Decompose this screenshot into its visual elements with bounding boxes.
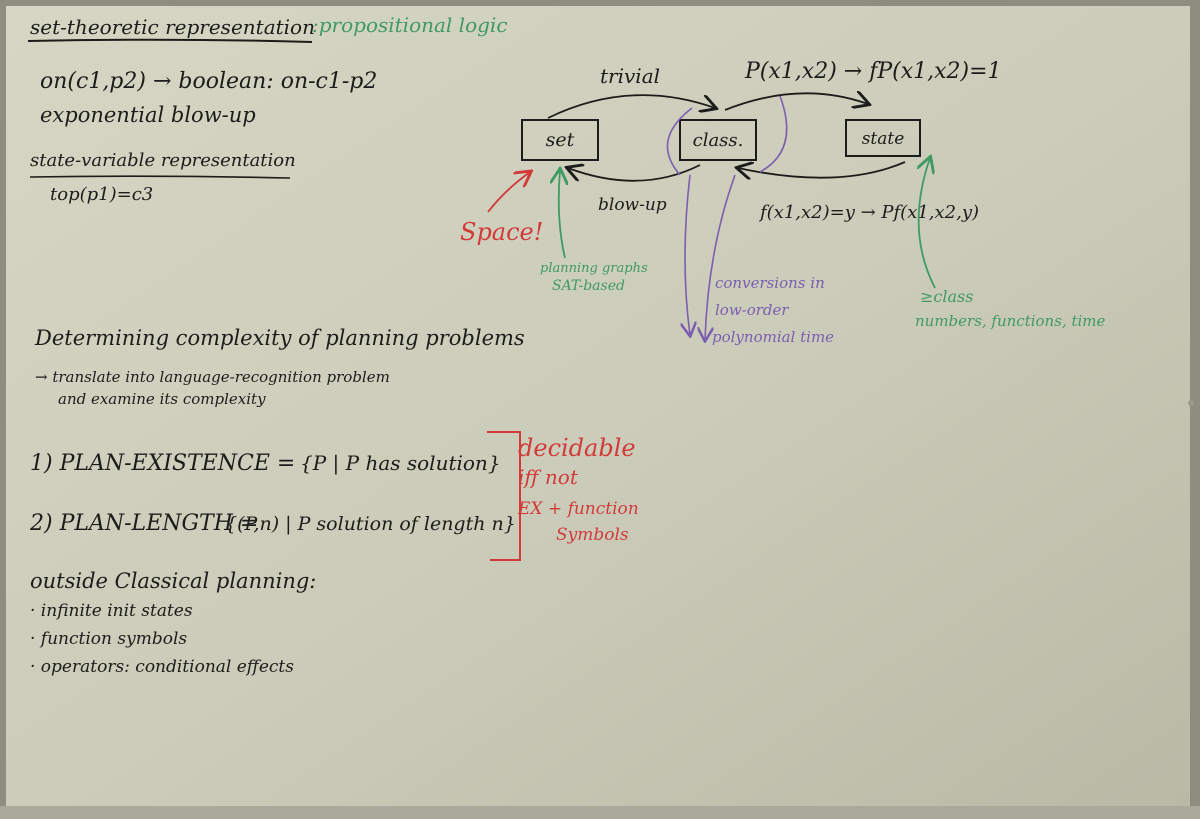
item-1-label: 1) PLAN-EXISTENCE = [30, 451, 295, 476]
purple-note-1: conversions in [715, 274, 825, 292]
box-class-label: class. [693, 130, 744, 151]
item-1-set: {P | P has solution} [300, 451, 501, 476]
purple-loop-left [666, 107, 693, 176]
box-class [679, 119, 757, 161]
purple-note-2: low-order [715, 301, 789, 319]
note-line-1: on(c1,p2) → boolean: on-c1-p2 [40, 69, 377, 94]
item-2-set: {(P,n) | P solution of length n} [225, 513, 516, 535]
box-set [521, 119, 599, 161]
side-note-3: EX + function [517, 499, 639, 519]
formula-bottom: f(x1,x2)=y → Pf(x1,x2,y) [758, 202, 979, 223]
outside-bullet-3: · operators: conditional effects [30, 657, 294, 677]
box-state [845, 119, 921, 157]
purple-loop-right [759, 95, 788, 173]
complexity-sub-1: → translate into language-recognition pr… [35, 368, 390, 386]
red-bracket [487, 431, 521, 561]
arrow-state-class [738, 162, 906, 178]
purple-down-arrow-2 [705, 174, 736, 340]
side-note-4: Symbols [556, 525, 629, 545]
right-note-1: ≥class [920, 287, 973, 306]
right-note-2: numbers, functions, time [915, 312, 1106, 330]
header-title: set-theoretic representation [30, 15, 315, 39]
header-underline [27, 38, 313, 43]
green-note-1: planning graphs [540, 261, 648, 276]
side-note-1: decidable [518, 434, 636, 462]
note-line-4: top(p1)=c3 [50, 184, 153, 205]
item-2-label: 2) PLAN-LENGTH = [29, 511, 258, 536]
header-subtitle: :propositional logic [312, 13, 508, 37]
arrow-trivial-label: trivial [600, 64, 660, 88]
complexity-sub-2: and examine its complexity [58, 390, 266, 408]
outside-bullet-1: · infinite init states [30, 601, 193, 621]
space-label: Space! [460, 218, 543, 246]
green-arrow-state [919, 158, 936, 289]
arrow-trivial [547, 94, 715, 119]
arrow-blowup [568, 165, 701, 182]
formula-top: P(x1,x2) → fP(x1,x2)=1 [744, 59, 1002, 84]
board-screw [1188, 400, 1194, 406]
green-note-2: SAT-based [552, 278, 625, 294]
purple-down-arrow [685, 174, 690, 335]
side-note-2: iff not [518, 465, 579, 489]
red-arrow-space [487, 172, 530, 213]
note-line-3: state-variable representation [30, 150, 296, 171]
complexity-title: Determining complexity of planning probl… [34, 326, 525, 350]
board-tray [0, 806, 1200, 819]
arrow-class-state [724, 93, 868, 111]
outside-bullet-2: · function symbols [30, 629, 187, 649]
note-underline [29, 175, 291, 179]
purple-note-3: polynomial time [712, 328, 834, 346]
arrow-blowup-label: blow-up [598, 195, 667, 215]
outside-title: outside Classical planning: [30, 569, 316, 593]
green-arrow-set [559, 170, 565, 259]
box-state-label: state [862, 129, 905, 149]
note-line-2: exponential blow-up [40, 103, 256, 127]
box-set-label: set [546, 129, 575, 151]
